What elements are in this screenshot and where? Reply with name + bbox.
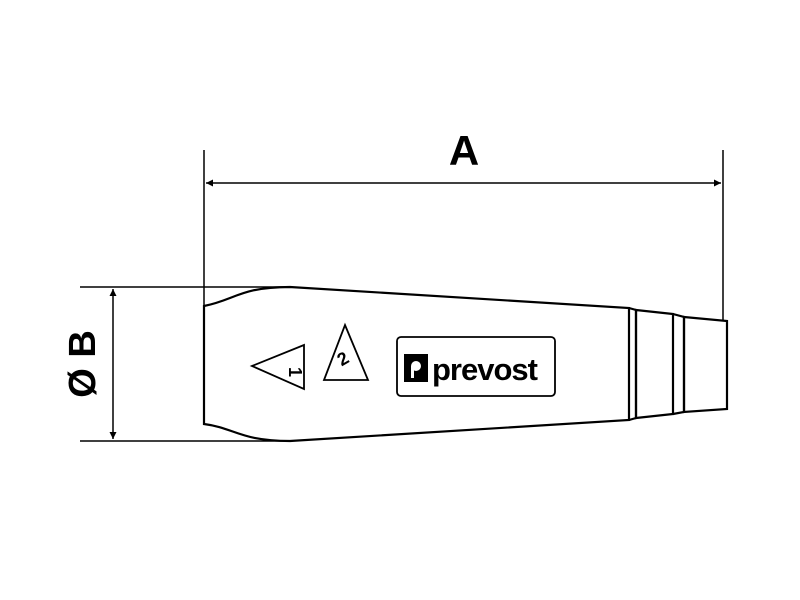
groove-2 [672,312,686,416]
dimension-label-a: A [449,127,479,174]
symbol-1-number: 1 [285,367,305,377]
symbol-1-triangle: 1 [249,343,305,391]
dimension-label-b: Ø B [62,330,104,398]
brand-text: prevost [432,352,538,387]
symbol-2-triangle: 2 [322,322,370,381]
dimension-b: Ø B [62,286,290,442]
band-1 [634,308,675,420]
dimension-a: A [203,127,724,321]
brand-logo: prevost [396,336,556,397]
end-band [682,315,729,414]
